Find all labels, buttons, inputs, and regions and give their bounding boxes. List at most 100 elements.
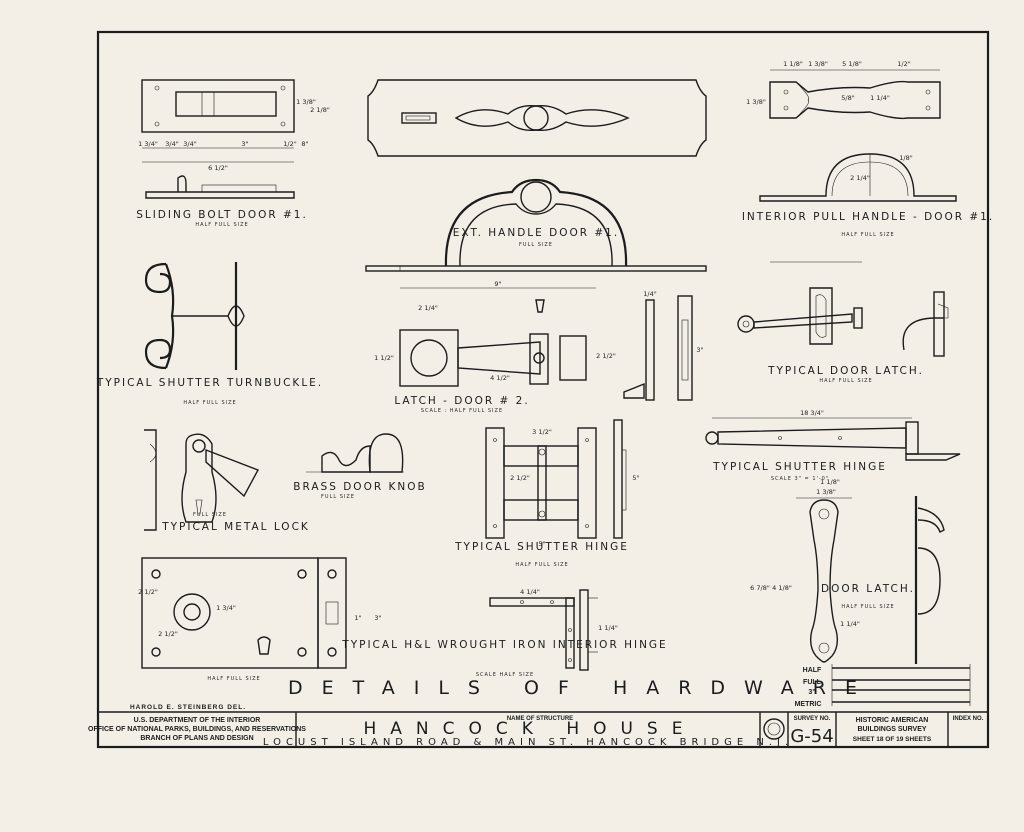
long-shutter-hinge-label: TYPICAL SHUTTER HINGE [712, 461, 887, 473]
lock-dim: 1 3/4" [216, 604, 236, 612]
agency-line-3: BRANCH OF PLANS AND DESIGN [140, 735, 253, 742]
structure-address: LOCUST ISLAND ROAD & MAIN ST. HANCOCK BR… [263, 737, 793, 748]
metal-lock-label: TYPICAL METAL LOCK [161, 521, 310, 533]
pull-dim: 1 3/8" [808, 60, 828, 68]
h-hinge-dim: 5" [538, 540, 545, 548]
pull-dim: 1/8" [899, 154, 912, 162]
brass-knob-drawing [306, 433, 404, 473]
bolt-dim: 1 3/4" [138, 140, 158, 148]
door-latch-dim: 4 1/8" [772, 584, 792, 592]
lock-dim: 2 1/2" [138, 588, 158, 596]
typical-door-latch-drawing [737, 261, 949, 357]
hl-dim: 1 1/4" [598, 624, 618, 632]
bolt-dim: 8" [301, 140, 308, 148]
ext-handle-drawing [365, 79, 707, 272]
survey-number: G-54 [790, 726, 833, 747]
pull-dim: 2 1/4" [850, 174, 870, 182]
typical-door-latch-scale: HALF FULL SIZE [819, 378, 872, 384]
scale-half-label: HALF [803, 667, 822, 674]
h-shutter-hinge-label: TYPICAL SHUTTER HINGE [454, 541, 629, 553]
scale-bar [831, 664, 971, 706]
shutter-hinge-dim: 18 3/4" [800, 409, 824, 417]
metal-lock-drawing [144, 429, 259, 531]
door-latch-dim: 1 3/8" [816, 488, 836, 496]
agency-line-1: U.S. DEPARTMENT OF THE INTERIOR [134, 717, 261, 724]
scale-metric-label: METRIC [795, 701, 822, 708]
latch2-dim: 3" [696, 346, 703, 354]
latch-door2-drawing [399, 287, 693, 401]
turnbuckle-scale: HALF FULL SIZE [183, 400, 236, 406]
typical-door-latch-label: TYPICAL DOOR LATCH. [767, 365, 924, 377]
latch2-dim: 2 1/2" [596, 352, 616, 360]
title-block [295, 712, 949, 747]
door-latch-dim: 1 1/4" [840, 620, 860, 628]
hl-hinge-label: TYPICAL H&L WROUGHT IRON INTERIOR HINGE [341, 639, 667, 651]
brass-knob-label: BRASS DOOR KNOB [293, 481, 426, 493]
lock-dim: 3" [374, 614, 381, 622]
interior-pull-label: INTERIOR PULL HANDLE - DOOR #1. [742, 211, 994, 223]
pull-dim: 1 1/4" [870, 94, 890, 102]
latch2-dim: 9" [494, 280, 501, 288]
scale-full-label: FULL [803, 679, 822, 686]
ext-handle-scale: FULL SIZE [519, 242, 553, 248]
sliding-bolt-scale: HALF FULL SIZE [195, 222, 248, 228]
latch2-dim: 1/4" [643, 290, 656, 298]
pull-dim: 1 1/8" [783, 60, 803, 68]
brass-knob-scale: FULL SIZE [321, 494, 355, 500]
h-hinge-dim: 5" [632, 474, 639, 482]
survey-caption: SURVEY NO. [794, 716, 831, 722]
bolt-dim: 3/4" [165, 140, 178, 148]
bolt-dim: 1 3/8" [296, 98, 316, 106]
metal-lock-scale: FULL SIZE [193, 512, 227, 518]
lock-dim: 1" [354, 614, 361, 622]
habs-line-1: HISTORIC AMERICAN [856, 717, 929, 724]
drawing-title: DETAILS OF HARDWARE [288, 677, 876, 699]
pull-dim: 5 1/8" [842, 60, 862, 68]
lock-dim: 2 1/2" [158, 630, 178, 638]
bolt-dim: 3/4" [183, 140, 196, 148]
door-latch-dim: 1 1/8" [820, 478, 840, 486]
box-lock-scale: HALF FULL SIZE [207, 676, 260, 682]
door-latch-label: DOOR LATCH. [821, 583, 915, 595]
bolt-dim: 2 1/8" [310, 106, 330, 114]
hl-hinge-scale: SCALE HALF SIZE [476, 672, 534, 678]
ext-handle-label: EXT. HANDLE DOOR #1. [453, 227, 619, 239]
pull-dim: 5/8" [841, 94, 854, 102]
turnbuckle-drawing [144, 262, 245, 370]
pull-dim: 1 3/8" [746, 98, 766, 106]
latch2-dim: 2 1/4" [418, 304, 438, 312]
bolt-dim: 1/2" [283, 140, 296, 148]
turnbuckle-label: TYPICAL SHUTTER TURNBUCKLE. [96, 377, 323, 389]
latch2-dim: 4 1/2" [490, 374, 510, 382]
door-latch-dim: 6 7/8" [750, 584, 770, 592]
bolt-dim: 3" [241, 140, 248, 148]
sliding-bolt-label: SLIDING BOLT DOOR #1. [136, 209, 308, 221]
latch-door2-label: LATCH - DOOR # 2. [394, 395, 529, 407]
long-shutter-hinge-scale: SCALE 3" = 1'-0" [771, 476, 829, 482]
scale-three-label: 3" [808, 689, 815, 696]
door-latch-drawing [796, 496, 945, 664]
hl-hinge-drawing [489, 589, 598, 671]
interior-pull-drawing [759, 69, 957, 202]
survey-seal-icon [763, 718, 785, 740]
latch-door2-scale: SCALE : HALF FULL SIZE [421, 408, 503, 414]
delineator: HAROLD E. STEINBERG DEL. [130, 704, 246, 711]
long-shutter-hinge-drawing [705, 417, 961, 461]
h-shutter-hinge-drawing [485, 419, 627, 539]
sheet-number: SHEET 18 OF 19 SHEETS [853, 736, 932, 743]
sliding-bolt-drawing [141, 79, 295, 199]
door-latch-scale: HALF FULL SIZE [841, 604, 894, 610]
structure-name: HANCOCK HOUSE [364, 719, 697, 739]
index-caption: INDEX NO. [953, 716, 984, 722]
h-hinge-dim: 2 1/2" [510, 474, 530, 482]
interior-pull-scale: HALF FULL SIZE [841, 232, 894, 238]
box-lock-drawing [141, 557, 347, 669]
bolt-dim: 6 1/2" [208, 164, 228, 172]
pull-dim: 1/2" [897, 60, 910, 68]
hl-dim: 4 1/4" [520, 588, 540, 596]
agency-line-2: OFFICE OF NATIONAL PARKS, BUILDINGS, AND… [88, 726, 306, 733]
name-caption: NAME OF STRUCTURE [507, 716, 573, 722]
h-shutter-hinge-scale: HALF FULL SIZE [515, 562, 568, 568]
